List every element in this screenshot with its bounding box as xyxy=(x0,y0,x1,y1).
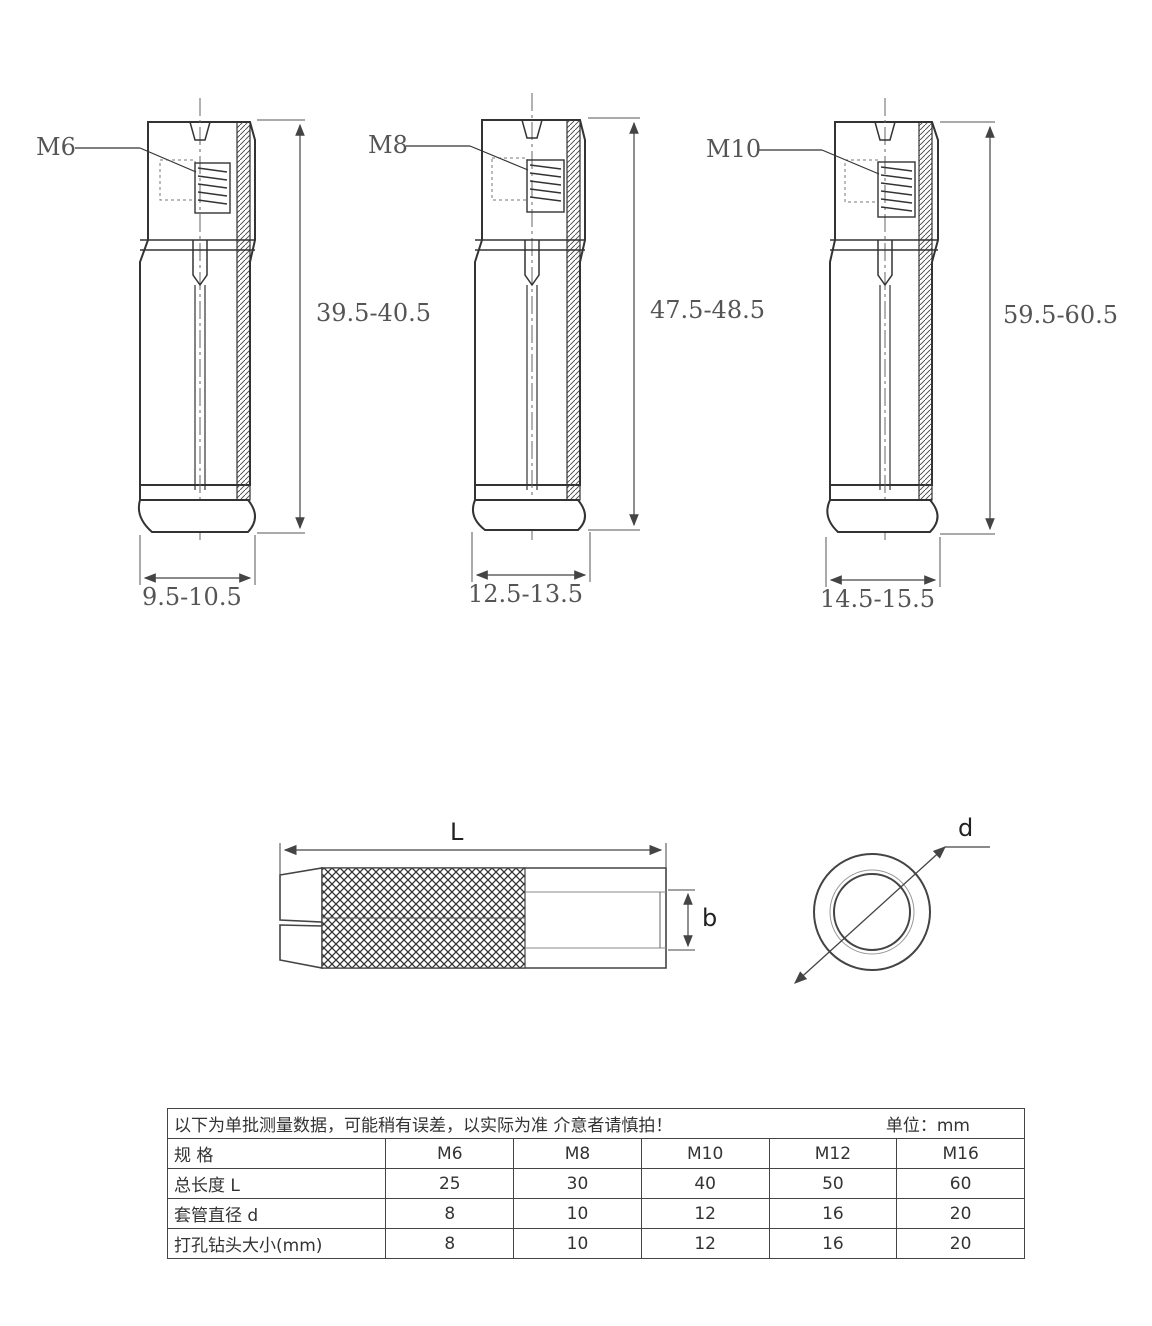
sleeve-end-view: d xyxy=(794,814,990,984)
anchor-drawing-m8: M8 47.5-48.5 12.5-13.5 xyxy=(368,93,765,608)
table-note-row: 以下为单批测量数据，可能稍有误差，以实际为准 介意者请慎拍！ 单位：mm xyxy=(167,1108,1025,1139)
table-cell: 50 xyxy=(768,1168,898,1199)
table-cell: 10 xyxy=(513,1228,642,1259)
table-unit: 单位：mm xyxy=(885,1116,970,1136)
table-row-total-length: 总长度 L 25 30 40 50 60 xyxy=(166,1168,1025,1199)
thread-label-m10: M10 xyxy=(706,135,761,163)
row-label: 套管直径 d xyxy=(166,1198,387,1229)
table-cell: 16 xyxy=(768,1228,898,1259)
table-cell: 25 xyxy=(385,1168,515,1199)
row-label: 打孔钻头大小(mm) xyxy=(166,1228,387,1259)
length-dimension-m8: 47.5-48.5 xyxy=(650,296,765,324)
diameter-dimension-m8: 12.5-13.5 xyxy=(468,580,583,608)
bore-label-b: b xyxy=(702,904,717,932)
diameter-label-d: d xyxy=(958,814,973,842)
spec-table: 以下为单批测量数据，可能稍有误差，以实际为准 介意者请慎拍！ 单位：mm 规 格… xyxy=(166,1108,1025,1259)
size-header: M8 xyxy=(513,1138,642,1169)
table-header-label: 规 格 xyxy=(166,1138,387,1169)
table-cell: 20 xyxy=(896,1228,1025,1259)
thread-label-m6: M6 xyxy=(36,133,76,161)
size-header: M10 xyxy=(640,1138,770,1169)
thread-label-m8: M8 xyxy=(368,131,408,159)
table-cell: 8 xyxy=(385,1198,515,1229)
diameter-dimension-m10: 14.5-15.5 xyxy=(820,585,935,613)
table-cell: 12 xyxy=(640,1228,770,1259)
table-note: 以下为单批测量数据，可能稍有误差，以实际为准 介意者请慎拍！ xyxy=(174,1116,673,1136)
table-row-drill-size: 打孔钻头大小(mm) 8 10 12 16 20 xyxy=(166,1228,1025,1259)
size-header: M12 xyxy=(768,1138,898,1169)
sleeve-side-view: L b xyxy=(279,818,717,969)
diameter-dimension-m6: 9.5-10.5 xyxy=(142,583,242,611)
anchor-drawing-m10: M10 59.5-60.5 14.5-15.5 xyxy=(706,98,1118,613)
table-row-sleeve-diameter: 套管直径 d 8 10 12 16 20 xyxy=(166,1198,1025,1229)
table-cell: 16 xyxy=(768,1198,898,1229)
table-cell: 40 xyxy=(640,1168,770,1199)
table-cell: 30 xyxy=(513,1168,642,1199)
row-label: 总长度 L xyxy=(166,1168,387,1199)
length-dimension-m6: 39.5-40.5 xyxy=(316,299,431,327)
table-header-row: 规 格 M6 M8 M10 M12 M16 xyxy=(166,1138,1025,1169)
table-cell: 10 xyxy=(513,1198,642,1229)
size-header: M16 xyxy=(896,1138,1025,1169)
length-dimension-m10: 59.5-60.5 xyxy=(1003,301,1118,329)
table-cell: 20 xyxy=(896,1198,1025,1229)
table-cell: 60 xyxy=(896,1168,1025,1199)
anchor-drawing-m6: M6 39.5-40.5 9.5-10.5 xyxy=(36,98,431,611)
table-cell: 12 xyxy=(640,1198,770,1229)
length-label-L: L xyxy=(450,818,464,846)
size-header: M6 xyxy=(385,1138,515,1169)
table-cell: 8 xyxy=(385,1228,515,1259)
